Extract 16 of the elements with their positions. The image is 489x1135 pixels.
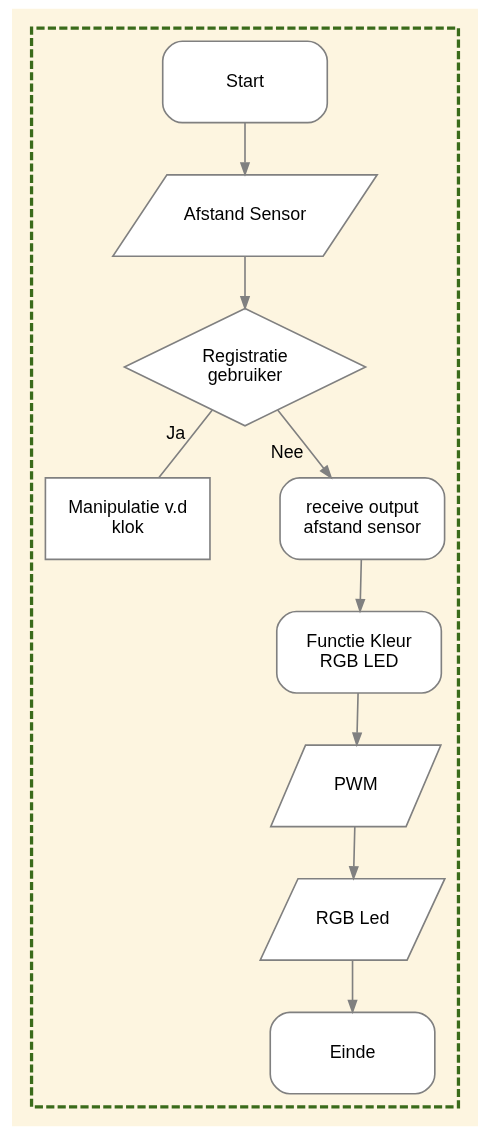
node-box: Einde <box>268 1011 436 1095</box>
cluster <box>29 26 460 1109</box>
node-box: Functie Kleur RGB LED <box>275 610 442 694</box>
node-box: Manipulatie v.d klok <box>44 477 211 561</box>
arrow <box>351 692 362 748</box>
node-box: receive output afstand sensor <box>278 477 445 561</box>
arrow <box>239 256 250 311</box>
arrow <box>348 825 359 881</box>
edge-label: Nee <box>270 441 304 462</box>
arrow <box>346 959 358 1015</box>
node-diamond: Registratie gebruiker <box>122 307 367 427</box>
node-box: Start <box>161 40 328 124</box>
arrow <box>354 558 365 614</box>
arrow <box>276 409 333 480</box>
arrow <box>239 121 250 177</box>
connector <box>157 409 213 479</box>
